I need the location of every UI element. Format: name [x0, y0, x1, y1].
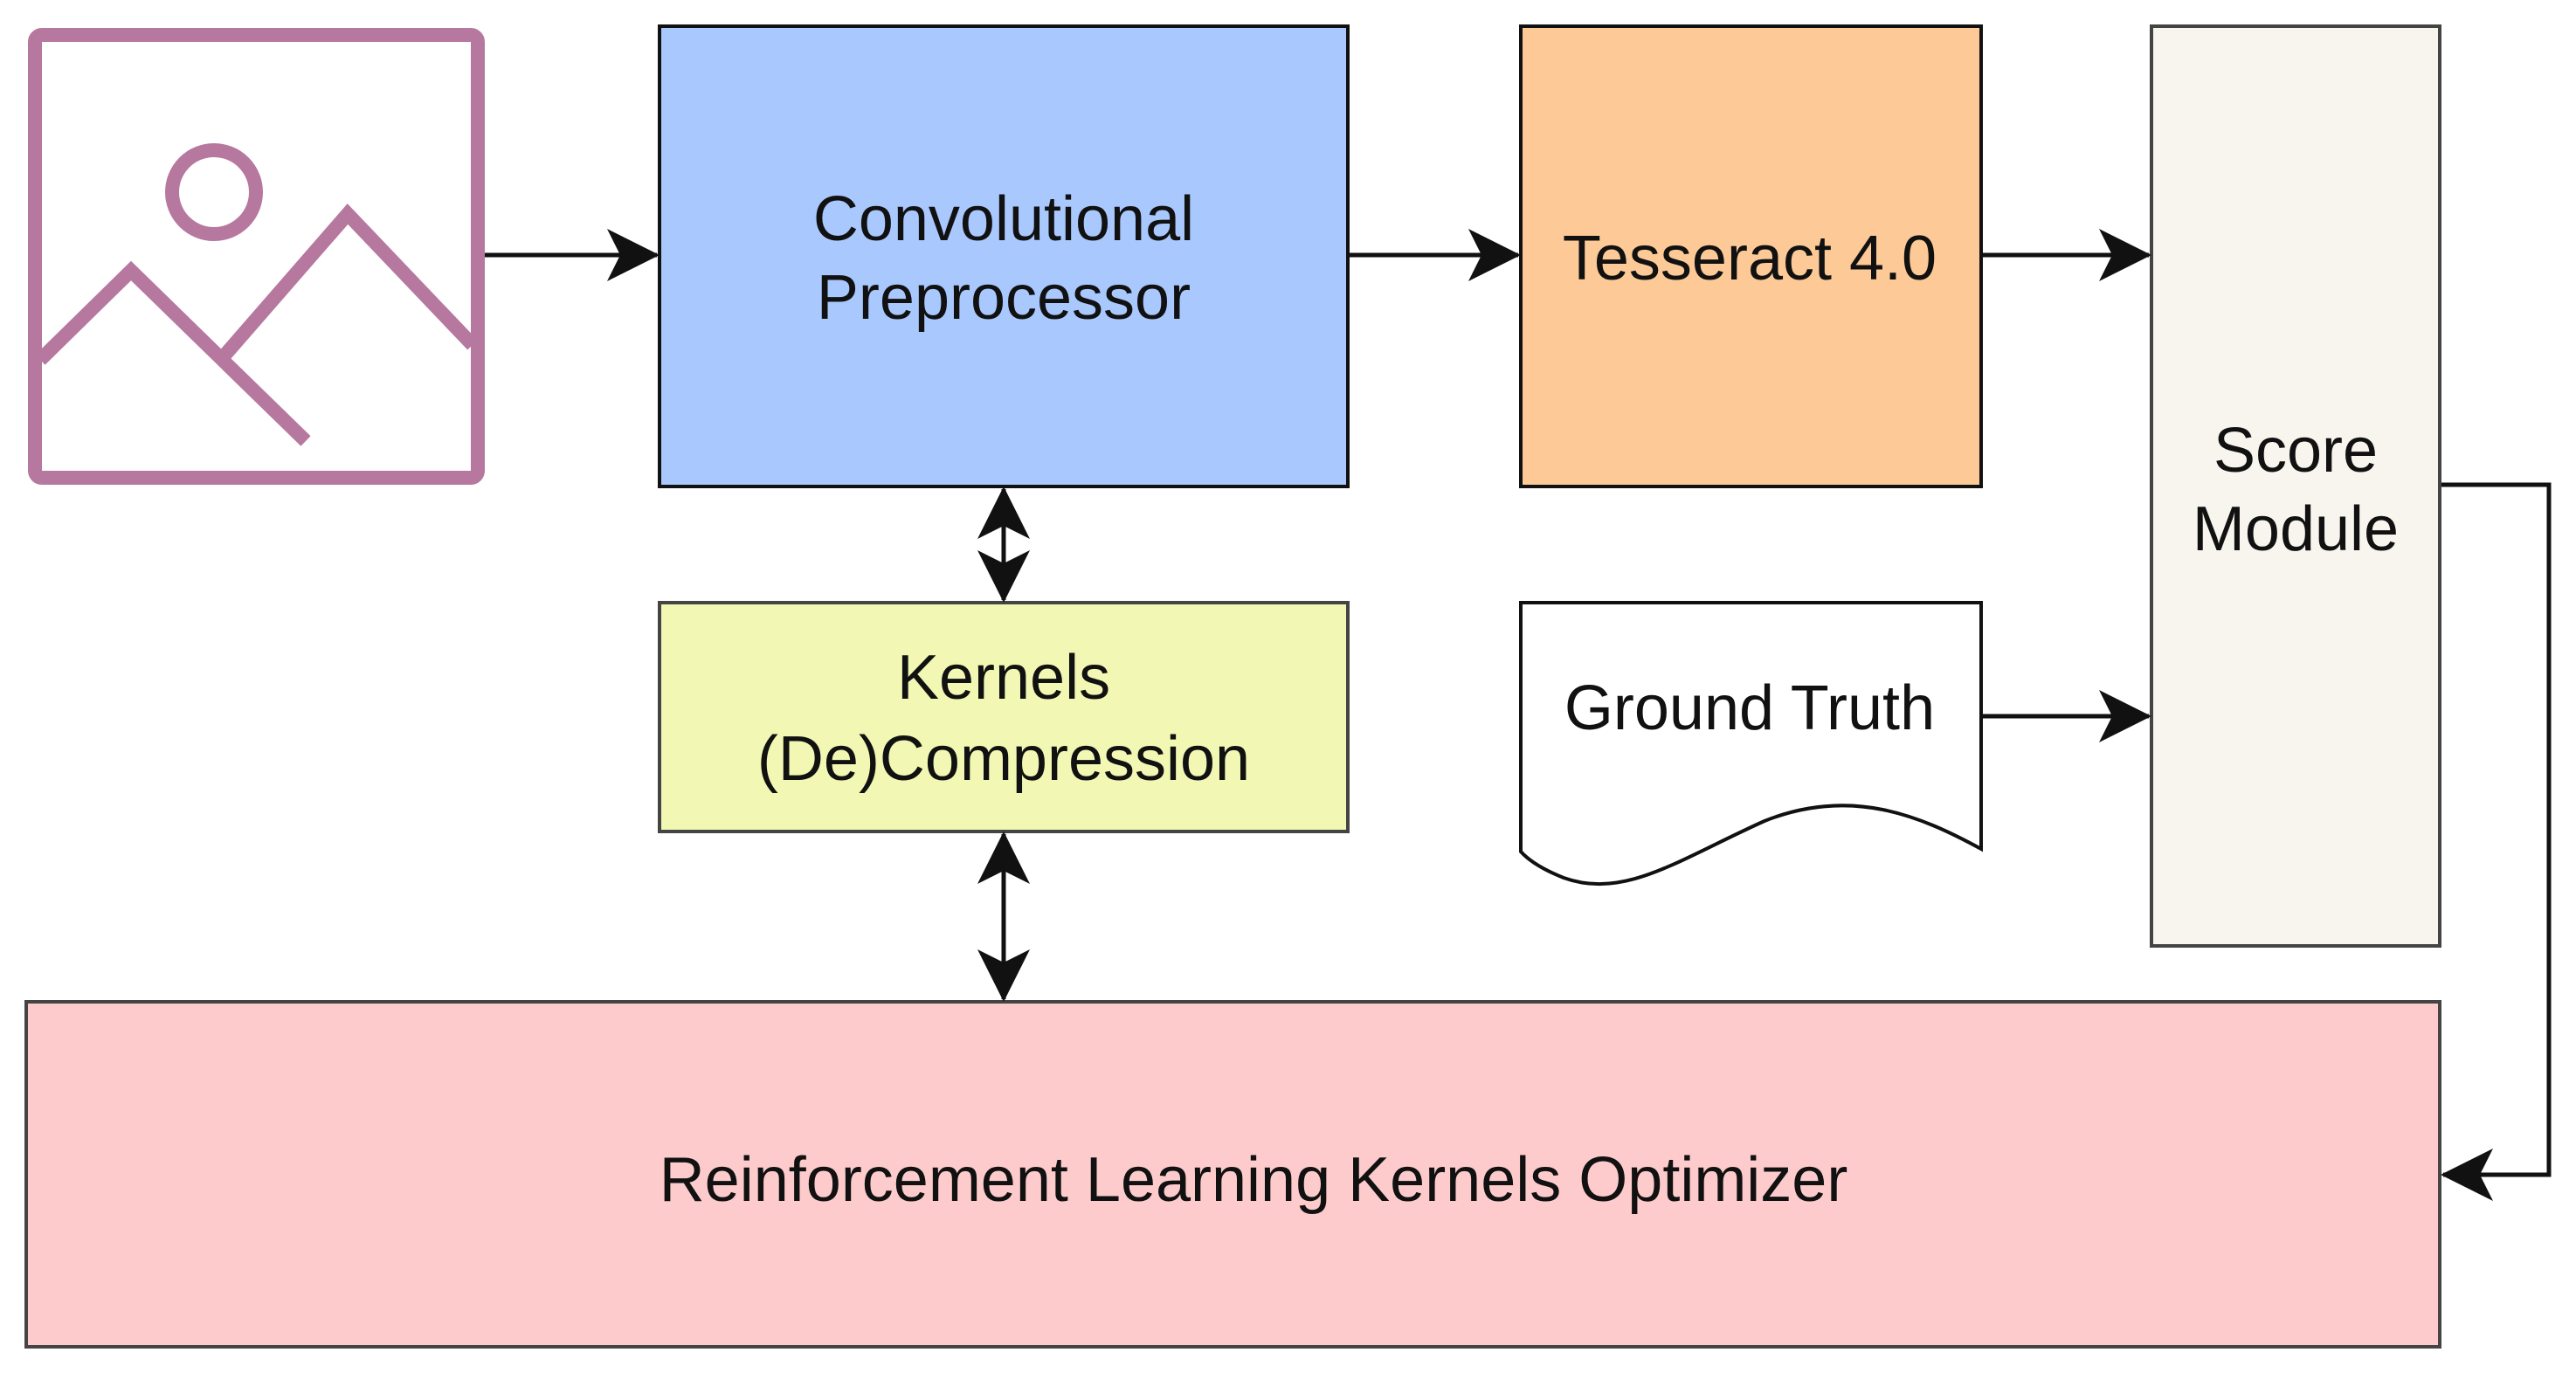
arrow-score-to-optimizer	[2441, 482, 2552, 1201]
score-module-label-line2: Module	[2193, 494, 2399, 564]
image-icon-frame	[28, 28, 485, 485]
image-icon-mountain-right	[212, 204, 478, 368]
optimizer-rect	[24, 1000, 2441, 1349]
score-module-rect	[2150, 24, 2441, 948]
kernels-label-line1: Kernels	[897, 643, 1110, 713]
convolutional-preprocessor-box: Convolutional Preprocessor	[658, 24, 1350, 488]
ground-truth-shape	[1519, 601, 1983, 887]
ground-truth-document: Ground Truth	[1519, 601, 1983, 887]
image-icon	[28, 28, 485, 485]
tesseract-rect	[1519, 24, 1983, 488]
kernels-label-line2: (De)Compression	[757, 724, 1250, 794]
kernels-compression-box: Kernels (De)Compression	[658, 601, 1350, 833]
preprocessor-rect	[658, 24, 1350, 488]
rl-optimizer-box: Reinforcement Learning Kernels Optimizer	[24, 1000, 2441, 1349]
optimizer-label: Reinforcement Learning Kernels Optimizer	[660, 1145, 1848, 1215]
image-icon-mountain-left	[35, 260, 311, 446]
tesseract-label: Tesseract 4.0	[1563, 224, 1937, 293]
score-module-box: Score Module	[2150, 24, 2441, 948]
ground-truth-label: Ground Truth	[1564, 673, 1935, 743]
preprocessor-label-line1: Convolutional	[813, 184, 1194, 254]
score-module-label-line1: Score	[2213, 416, 2378, 486]
tesseract-box: Tesseract 4.0	[1519, 24, 1983, 488]
image-icon-sun	[165, 143, 263, 241]
kernels-rect	[658, 601, 1350, 833]
connectors	[485, 229, 2552, 1201]
preprocessor-label-line2: Preprocessor	[817, 263, 1191, 333]
